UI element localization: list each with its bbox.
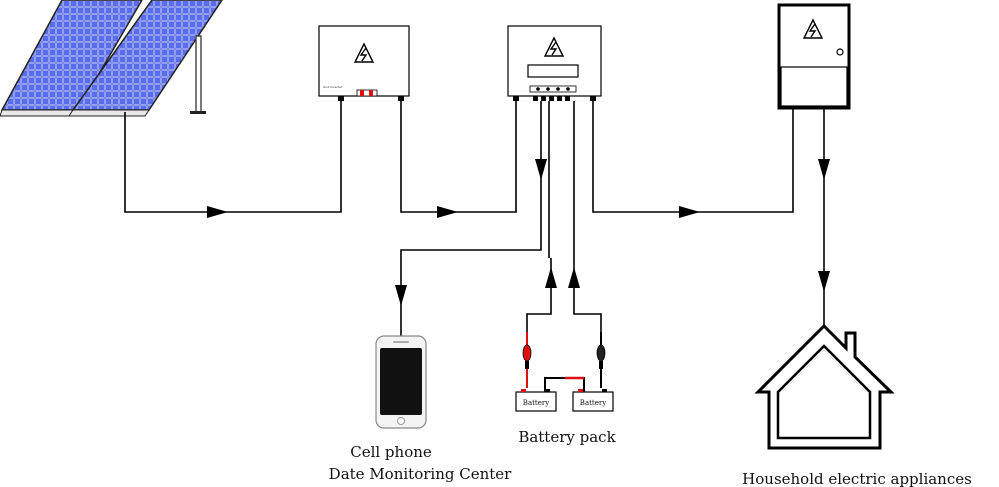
red-clamp-icon <box>522 332 532 388</box>
battery-pack-caption: Battery pack <box>518 428 616 446</box>
high-voltage-warning-icon <box>353 42 375 63</box>
solar-panel-2 <box>68 0 223 117</box>
arrow <box>568 267 580 288</box>
connection-wires <box>124 101 830 336</box>
solar-panel-array <box>0 0 223 117</box>
phone-caption-line1: Cell phone <box>350 443 432 461</box>
high-voltage-warning-icon <box>802 18 824 39</box>
distribution-box <box>777 3 851 110</box>
grid-inverter: Grid Inverter <box>318 25 410 101</box>
arrow <box>818 271 830 292</box>
arrow <box>679 206 700 218</box>
black-clamp-icon <box>596 332 606 388</box>
battery-pack: Battery Battery <box>515 332 614 412</box>
house-icon <box>754 323 895 450</box>
high-voltage-warning-icon <box>543 36 565 57</box>
cell-phone-icon <box>375 335 427 429</box>
battery-label: Battery <box>523 399 549 407</box>
arrow <box>437 206 458 218</box>
arrow <box>395 285 407 306</box>
arrow <box>535 159 547 180</box>
inverter-display <box>527 64 579 78</box>
inverter-label: Grid Inverter <box>323 85 343 89</box>
phone-caption-line2: Date Monitoring Center <box>329 465 512 483</box>
arrow <box>545 267 557 288</box>
arrow <box>207 206 228 218</box>
battery-unit-2: Battery <box>572 389 614 412</box>
battery-unit-1: Battery <box>515 389 557 412</box>
hybrid-inverter <box>507 25 602 101</box>
panel-stand <box>190 35 206 114</box>
household-caption: Household electric appliances <box>742 470 972 487</box>
battery-label: Battery <box>580 399 606 407</box>
arrow <box>818 159 830 180</box>
